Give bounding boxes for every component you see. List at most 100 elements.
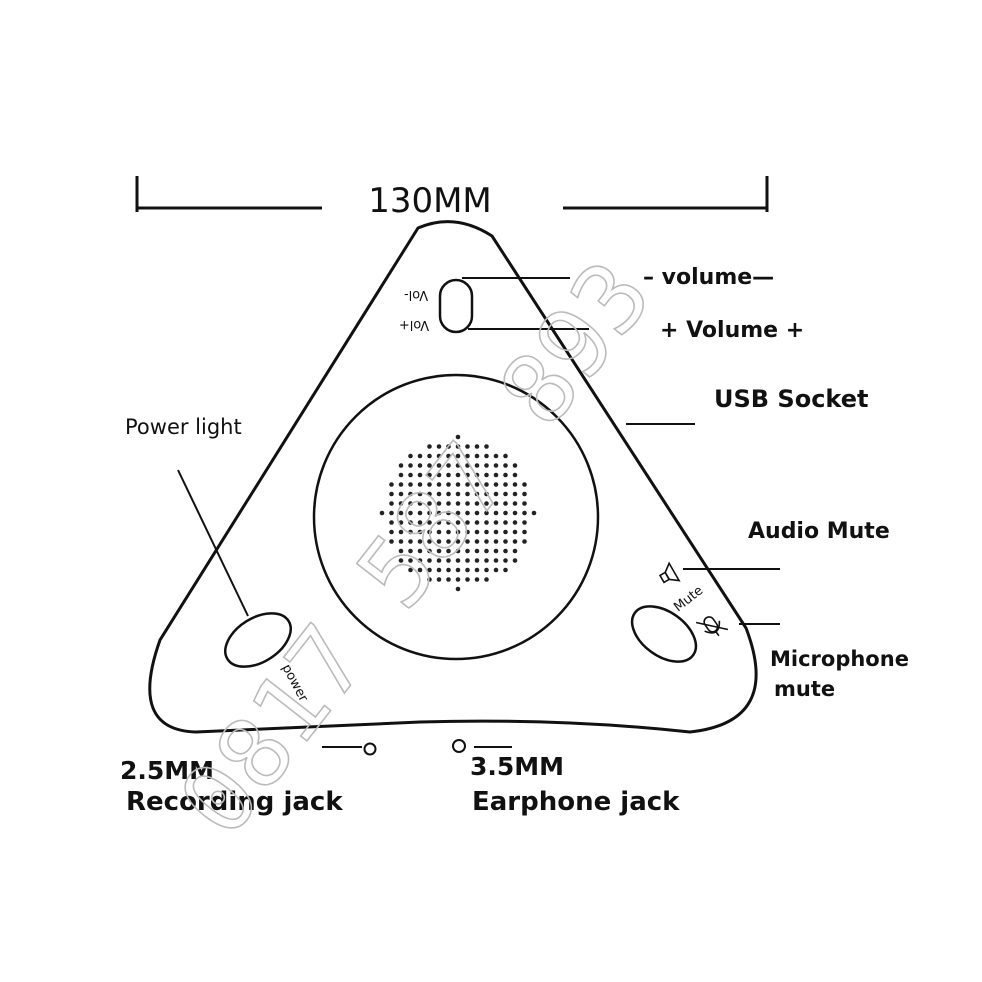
grille-dot xyxy=(417,520,423,525)
grille-dot xyxy=(474,453,480,459)
grille-dot xyxy=(408,510,413,516)
grille-dot xyxy=(512,501,518,506)
grille-dot xyxy=(455,548,461,554)
grille-dot xyxy=(398,463,404,468)
grille-dot xyxy=(522,529,527,535)
grille-dot xyxy=(455,577,461,582)
grille-dot xyxy=(417,453,423,459)
grille-dot xyxy=(512,520,518,525)
grille-dot xyxy=(474,482,480,487)
grille-dot xyxy=(427,482,432,487)
volume-rocker-button[interactable] xyxy=(438,278,474,334)
grille-dot xyxy=(474,529,480,535)
grille-dot xyxy=(446,577,451,582)
recording-jack-port xyxy=(363,742,377,756)
grille-dot xyxy=(436,444,442,449)
grille-dot xyxy=(398,548,404,554)
grille-dot xyxy=(398,529,404,535)
grille-dot xyxy=(465,482,470,487)
grille-dot xyxy=(503,491,508,497)
grille-dot xyxy=(474,577,480,582)
grille-dot xyxy=(455,482,461,487)
grille-dot xyxy=(389,520,394,525)
grille-dot xyxy=(436,472,442,478)
mic-mute-label-line2: mute xyxy=(774,677,835,701)
grille-dot xyxy=(512,558,518,563)
grille-dot xyxy=(503,482,508,487)
grille-dot xyxy=(503,529,508,535)
grille-dot xyxy=(398,501,404,506)
grille-dot xyxy=(389,510,394,516)
grille-dot xyxy=(436,558,442,563)
grille-dot xyxy=(408,548,413,554)
grille-dot xyxy=(522,482,527,487)
grille-dot xyxy=(417,558,423,563)
grille-dot xyxy=(408,529,413,535)
grille-dot xyxy=(446,453,451,459)
grille-dot xyxy=(484,520,489,525)
grille-dot xyxy=(398,491,404,497)
grille-dot xyxy=(408,558,413,563)
grille-dot xyxy=(512,529,518,535)
grille-dot xyxy=(512,539,518,544)
grille-dot xyxy=(427,520,432,525)
grille-dot xyxy=(408,482,413,487)
grille-dot xyxy=(398,510,404,516)
mute-marking: Mute xyxy=(671,583,706,615)
device-body-outline xyxy=(148,220,758,734)
grille-dot xyxy=(474,548,480,554)
grille-dot xyxy=(398,472,404,478)
grille-dot xyxy=(446,558,451,563)
grille-dot xyxy=(389,539,394,544)
grille-dot xyxy=(455,510,461,516)
grille-dot xyxy=(389,529,394,535)
grille-dot xyxy=(522,491,527,497)
grille-dot xyxy=(455,529,461,535)
volume-up-label: + Volume + xyxy=(660,318,804,343)
grille-dot xyxy=(446,491,451,497)
grille-dot xyxy=(465,453,470,459)
grille-dot xyxy=(465,472,470,478)
grille-dot xyxy=(427,463,432,468)
watermark: 0817 587 893 xyxy=(158,241,673,856)
grille-dot xyxy=(436,501,442,506)
grille-dot xyxy=(455,463,461,468)
grille-dot xyxy=(474,520,480,525)
grille-dot xyxy=(427,510,432,516)
grille-dot xyxy=(455,520,461,525)
vol-minus-marking: Vol- xyxy=(404,287,428,302)
grille-dot xyxy=(484,548,489,554)
earphone-jack-port xyxy=(452,739,466,753)
grille-dot xyxy=(493,539,499,544)
grille-dot xyxy=(465,558,470,563)
grille-dot xyxy=(455,558,461,563)
grille-dot xyxy=(503,548,508,554)
mute-button[interactable] xyxy=(622,595,706,673)
grille-dot xyxy=(465,501,470,506)
grille-dot xyxy=(417,539,423,544)
grille-dot xyxy=(503,463,508,468)
grille-dot xyxy=(503,510,508,516)
grille-dot xyxy=(465,548,470,554)
grille-dot xyxy=(427,453,432,459)
grille-dot xyxy=(436,482,442,487)
grille-dot xyxy=(455,444,461,449)
grille-dot xyxy=(512,482,518,487)
grille-dot xyxy=(465,539,470,544)
grille-dot xyxy=(408,463,413,468)
volume-down-label: – volume— xyxy=(643,265,774,290)
speaker-ring xyxy=(312,373,600,661)
grille-dot xyxy=(417,567,423,573)
grille-dot xyxy=(398,539,404,544)
dimension-label: 130MM xyxy=(368,181,492,221)
grille-dot xyxy=(436,510,442,516)
power-button[interactable] xyxy=(216,602,300,677)
grille-dot xyxy=(465,520,470,525)
grille-dot xyxy=(474,567,480,573)
grille-dot xyxy=(398,520,404,525)
vol-plus-marking: Vol+ xyxy=(399,317,429,332)
grille-dot xyxy=(408,491,413,497)
grille-dot xyxy=(522,501,527,506)
grille-dot xyxy=(522,510,527,516)
grille-dot xyxy=(503,472,508,478)
